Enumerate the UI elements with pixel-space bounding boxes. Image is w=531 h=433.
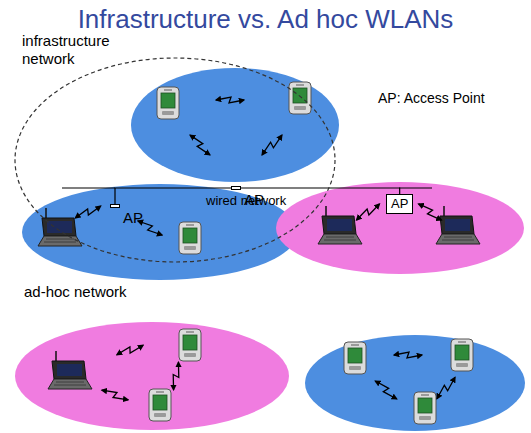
laptop-icon xyxy=(48,351,92,389)
node-label: AP xyxy=(391,196,408,212)
pda-icon xyxy=(344,342,366,374)
label: ad-hoc network xyxy=(24,283,127,300)
cell xyxy=(276,182,524,274)
region-label: infrastructure network xyxy=(22,32,122,68)
radio-link xyxy=(394,352,422,358)
title: Infrastructure vs. Ad hoc WLANs xyxy=(0,4,531,35)
pda-icon xyxy=(157,87,179,119)
pda-icon xyxy=(289,82,311,114)
radio-link xyxy=(101,387,129,402)
network-region: infrastructure networkAPAP xyxy=(10,28,340,268)
radio-link xyxy=(171,362,182,391)
radio-link xyxy=(417,202,443,223)
radio-link xyxy=(216,97,244,103)
access-point-box: AP xyxy=(231,186,241,190)
radio-link xyxy=(435,375,458,400)
pda-icon xyxy=(179,329,201,361)
cell xyxy=(131,68,339,182)
access-point-box: AP xyxy=(110,204,120,208)
radio-link xyxy=(74,203,102,220)
access-point-box: AP xyxy=(386,194,413,214)
cell xyxy=(15,322,289,430)
pda-icon xyxy=(149,389,171,421)
laptop-icon xyxy=(318,206,362,244)
cell xyxy=(305,335,525,431)
cell xyxy=(22,184,298,280)
radio-link xyxy=(355,202,381,223)
pda-icon xyxy=(414,392,436,424)
radio-link xyxy=(260,133,284,157)
pda-icon xyxy=(179,222,201,254)
radio-link xyxy=(373,379,398,402)
radio-link xyxy=(188,133,212,157)
radio-link xyxy=(116,342,144,357)
node-label: AP xyxy=(123,209,223,227)
label: AP: Access Point xyxy=(378,90,485,106)
dashed-outline xyxy=(15,58,335,262)
label: wired network xyxy=(206,193,286,208)
pda-icon xyxy=(451,339,473,371)
laptop-icon xyxy=(436,206,480,244)
